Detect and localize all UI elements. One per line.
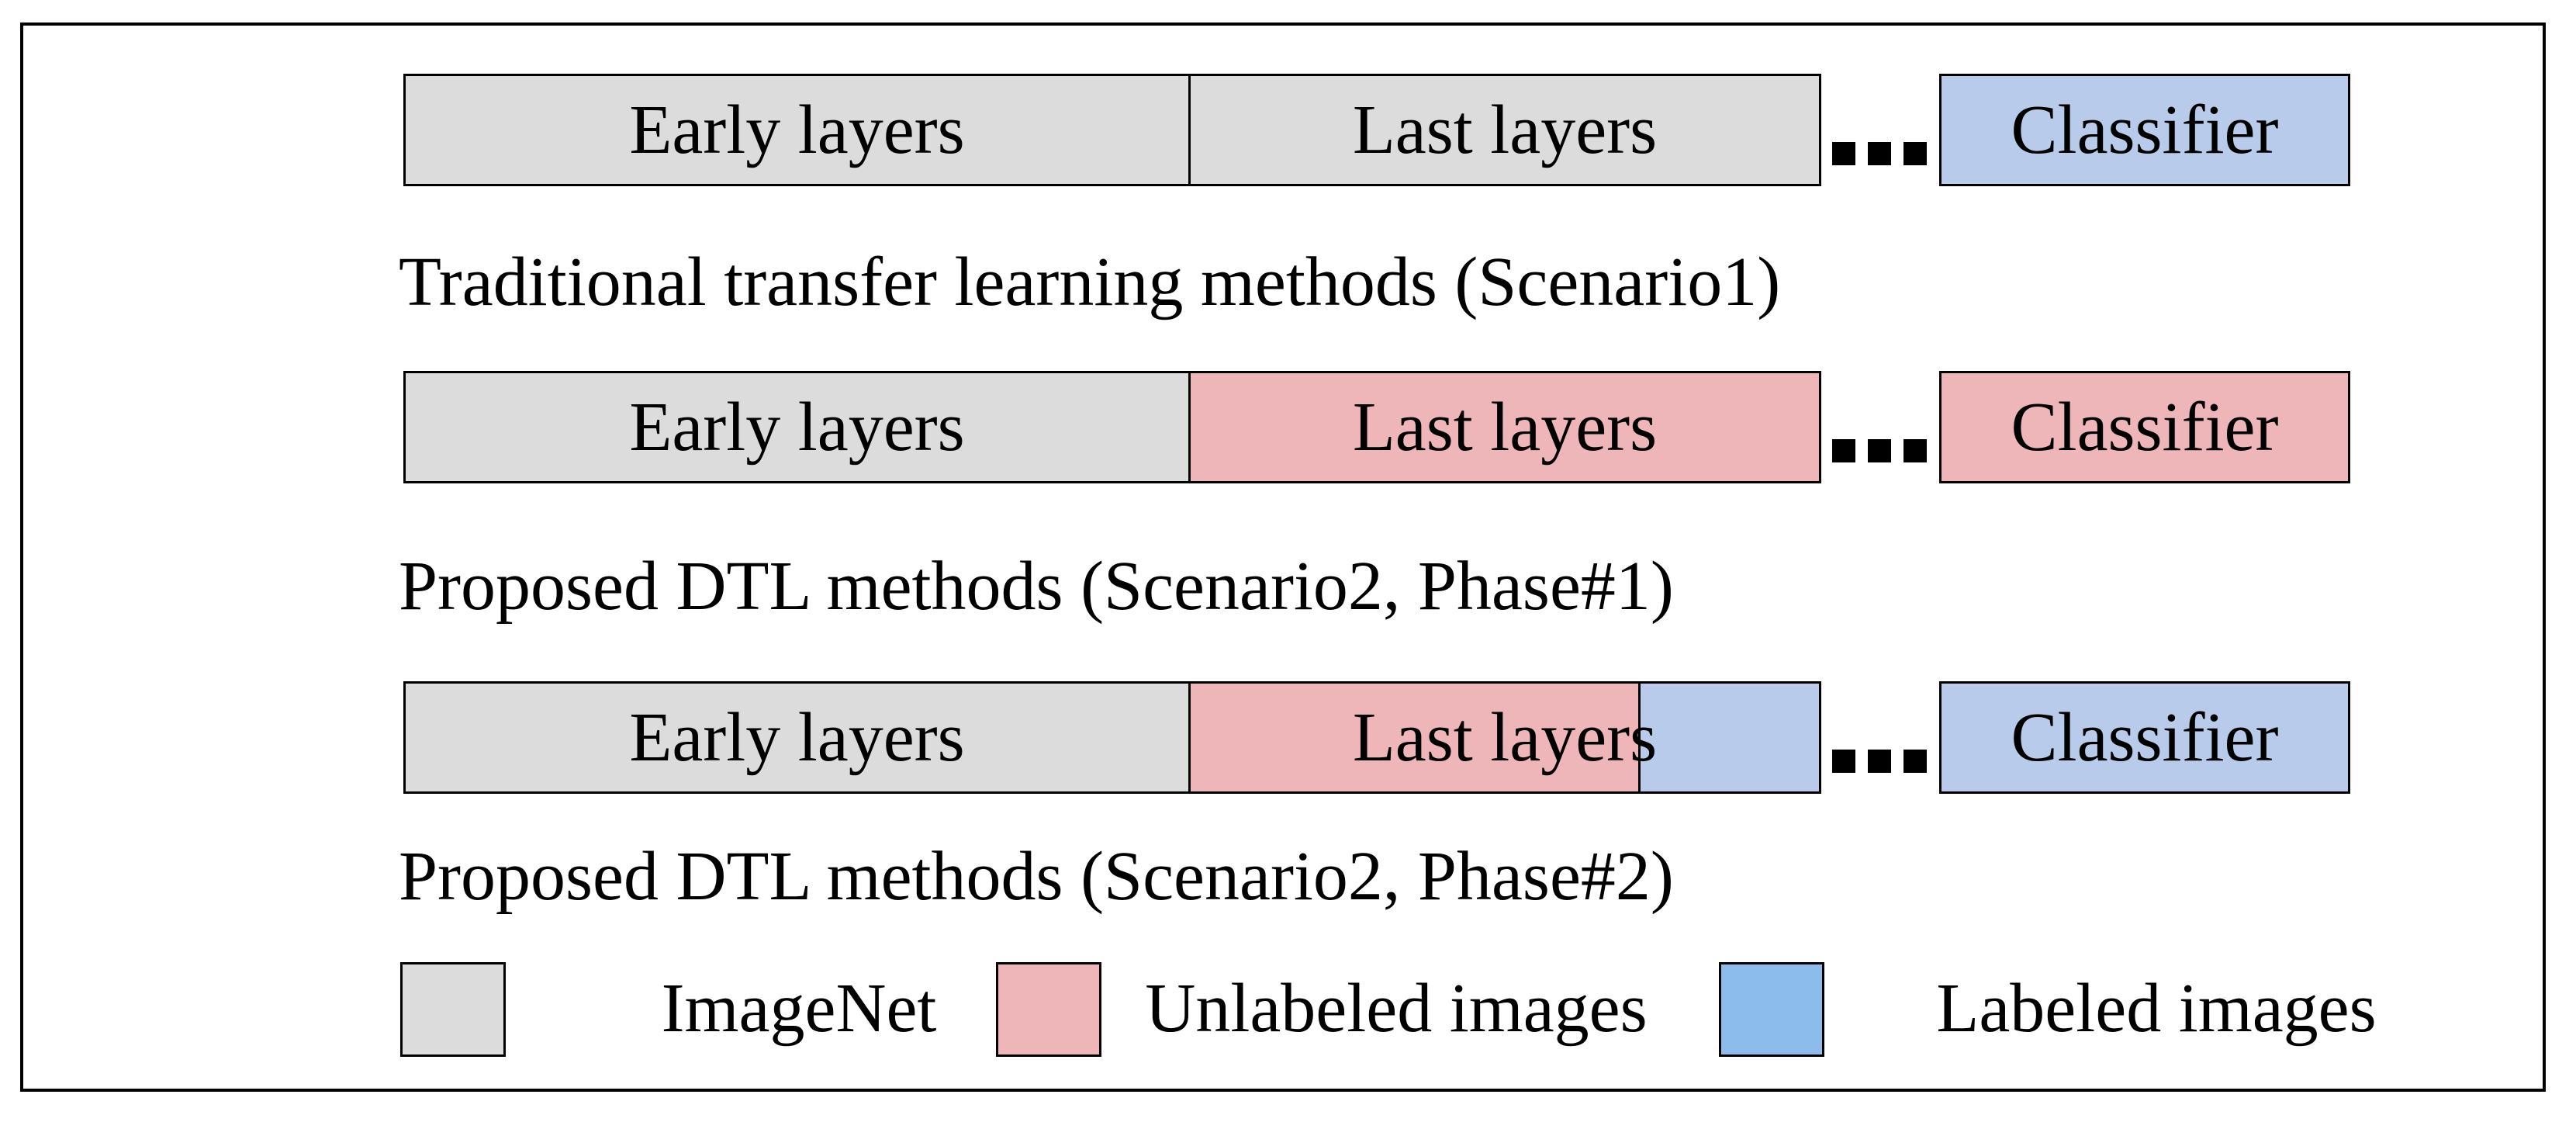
legend-labeled-label: Labeled images	[1936, 970, 2377, 1047]
phase2-last-layers-unlabeled-box	[1191, 684, 1641, 791]
scenario1-caption: Traditional transfer learning methods (S…	[399, 244, 1781, 320]
dot-icon	[1832, 750, 1855, 773]
early-layers-label: Early layers	[629, 91, 965, 168]
dot-icon	[1868, 142, 1891, 165]
ellipsis-dots	[1832, 439, 1927, 462]
legend-unlabeled-swatch	[996, 962, 1101, 1057]
classifier-label: Classifier	[2011, 698, 2279, 776]
phase1-classifier-box: Classifier	[1939, 371, 2350, 483]
legend-imagenet-swatch	[400, 962, 506, 1057]
legend-unlabeled-label: Unlabeled images	[1145, 970, 1648, 1047]
ellipsis-dots	[1832, 750, 1927, 773]
early-layers-label: Early layers	[629, 698, 965, 776]
scenario1-classifier-box: Classifier	[1939, 74, 2350, 186]
phase1-early-layers-box: Early layers	[406, 373, 1191, 481]
phase2-classifier-box: Classifier	[1939, 681, 2350, 794]
phase1-last-layers-box	[1191, 373, 1819, 481]
phase2-last-layers-labeled-box	[1641, 684, 1819, 791]
dot-icon	[1903, 750, 1927, 773]
scenario2-phase1-network-bar: Early layers Last layers	[403, 371, 1821, 483]
dot-icon	[1868, 439, 1891, 462]
scenario1-early-layers-box: Early layers	[406, 76, 1191, 184]
dot-icon	[1903, 439, 1927, 462]
classifier-label: Classifier	[2011, 91, 2279, 168]
scenario2-phase1-caption: Proposed DTL methods (Scenario2, Phase#1…	[399, 548, 1674, 625]
scenario1-last-layers-box	[1191, 76, 1819, 184]
dot-icon	[1868, 750, 1891, 773]
legend-labeled-swatch	[1719, 962, 1824, 1057]
dot-icon	[1832, 142, 1855, 165]
legend-imagenet-label: ImageNet	[661, 970, 937, 1047]
early-layers-label: Early layers	[629, 388, 965, 466]
scenario2-phase2-network-bar: Early layers Last layers	[403, 681, 1821, 794]
dot-icon	[1903, 142, 1927, 165]
dot-icon	[1832, 439, 1855, 462]
scenario1-network-bar: Early layers Last layers	[403, 74, 1821, 186]
figure-outer-frame	[20, 23, 2546, 1092]
phase2-early-layers-box: Early layers	[406, 684, 1191, 791]
scenario2-phase2-caption: Proposed DTL methods (Scenario2, Phase#2…	[399, 838, 1674, 915]
ellipsis-dots	[1832, 142, 1927, 165]
classifier-label: Classifier	[2011, 388, 2279, 466]
